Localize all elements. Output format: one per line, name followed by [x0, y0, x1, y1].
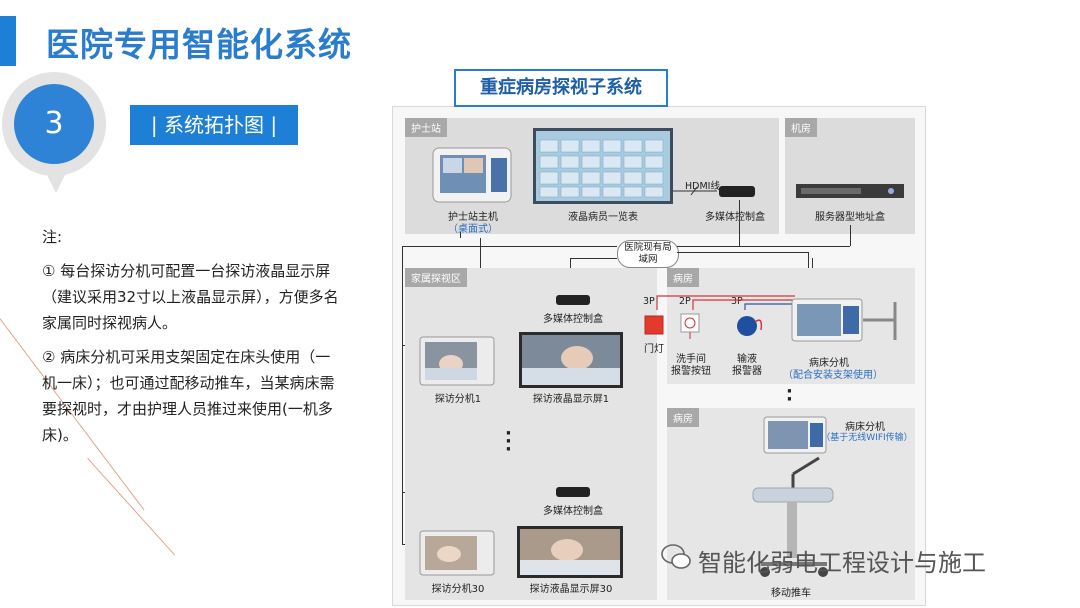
visit-lcd-icon — [517, 526, 623, 578]
media-control-box-icon — [556, 487, 590, 497]
panel-tag: 机房 — [785, 118, 817, 137]
network-wire — [739, 246, 850, 247]
media-box-label: 多媒体控制盒 — [543, 314, 603, 325]
panel-tag: 家属探视区 — [405, 268, 467, 287]
bed-unit-sublabel: （配合安装支架使用） — [783, 370, 883, 381]
visit-unit-icon — [419, 336, 495, 386]
panel-tag: 病房 — [667, 268, 699, 287]
bed-unit-sublabel: （基于无线WIFI传输） — [821, 433, 913, 443]
infusion-alarm-icon — [737, 316, 763, 336]
decorative-line — [87, 458, 175, 556]
watermark-text: 智能化弱电工程设计与施工 — [698, 549, 986, 577]
nurse-host-label: 护士站主机 — [448, 212, 498, 223]
wire-spec-label: 3P — [643, 296, 655, 307]
wire-spec-label: 3P — [731, 296, 743, 307]
infusion-alarm-label: 输液 报警器 — [732, 354, 762, 377]
panel-tag: 病房 — [667, 408, 699, 427]
nurse-host-sublabel: （桌面式） — [448, 224, 498, 235]
lcd-patient-list-icon — [533, 128, 673, 204]
step-marker-pointer — [42, 165, 70, 193]
family-visit-panel: 家属探视区 多媒体控制盒 探访分机1 探访液晶显示屏1 ··· 多媒体控制盒 探… — [405, 268, 657, 600]
server-address-box-icon — [796, 184, 904, 198]
mobile-cart-icon — [752, 456, 834, 577]
notes-heading: 注: — [42, 228, 63, 246]
network-wire — [739, 200, 740, 246]
network-wire — [677, 252, 808, 253]
hdmi-cable — [673, 186, 717, 196]
ellipsis-dots: ·· — [786, 381, 793, 410]
hospital-lan-badge: 医院现有局域网 — [617, 240, 679, 268]
washroom-alarm-label: 洗手间 报警按钮 — [671, 354, 711, 377]
visit-unit-label: 探访分机30 — [431, 584, 485, 595]
ellipsis-dots: ··· — [505, 423, 512, 460]
lcd-patient-list-label: 液晶病员一览表 — [568, 212, 638, 223]
media-control-box-icon — [556, 295, 590, 305]
machine-room-panel: 机房 服务器型地址盒 — [785, 118, 915, 234]
network-wire — [460, 232, 461, 238]
visit-lcd-icon — [519, 332, 623, 388]
network-wire — [402, 246, 403, 492]
note-item: ① 每台探访分机可配置一台探访液晶显示屏（建议采用32寸以上液晶显示屏），方便多… — [42, 262, 339, 332]
bed-unit-label: 病床分机 — [845, 422, 885, 433]
bed-unit-label: 病床分机 — [809, 358, 849, 369]
visit-unit-icon — [419, 530, 495, 576]
washroom-alarm-button-icon — [680, 313, 700, 339]
nurse-station-panel: 护士站 护士站主机 （桌面式） 液晶病员一览表 HDMI线 多媒体控制盒 — [405, 118, 779, 235]
bed-unit-icon — [763, 416, 827, 454]
network-wire — [402, 246, 617, 247]
diagram-title: 重症病房探视子系统 — [454, 69, 668, 107]
note-item: ② 病床分机可采用支架固定在床头使用（一机一床）；也可通过配移动推车，当某病床需… — [42, 348, 335, 444]
lan-label: 医院现有局域网 — [624, 242, 672, 265]
visit-unit-label: 探访分机1 — [434, 394, 482, 405]
network-wire — [570, 258, 617, 259]
network-wire — [677, 246, 739, 247]
panel-tag: 护士站 — [405, 118, 447, 137]
visit-lcd-label: 探访液晶显示屏1 — [532, 394, 610, 405]
wechat-icon — [661, 544, 691, 569]
section-label: | 系统拓扑图 | — [130, 105, 298, 145]
media-control-box-icon — [719, 186, 755, 197]
title-accent-bar — [0, 16, 16, 66]
network-wire — [402, 492, 403, 544]
ward-wiring — [656, 295, 795, 310]
step-number: 3 — [14, 84, 94, 164]
door-light-label: 门灯 — [644, 344, 664, 355]
door-light-icon — [644, 315, 664, 335]
bed-unit-icon — [791, 298, 897, 342]
media-box-label: 多媒体控制盒 — [543, 506, 603, 517]
media-box-label: 多媒体控制盒 — [705, 212, 765, 223]
nurse-host-device-icon — [432, 147, 512, 203]
cart-label: 移动推车 — [771, 588, 811, 599]
ward-panel: 病房 病床分机 （基于无线WIFI传输） 移动推车 — [667, 408, 915, 600]
server-label: 服务器型地址盒 — [815, 212, 885, 223]
hdmi-label: HDMI线 — [685, 181, 720, 192]
notes-block: 注: ① 每台探访分机可配置一台探访液晶显示屏（建议采用32寸以上液晶显示屏），… — [42, 224, 342, 456]
network-wire — [850, 225, 851, 246]
wire-spec-label: 2P — [679, 296, 691, 307]
visit-lcd-label: 探访液晶显示屏30 — [529, 584, 613, 595]
ward-panel: 病房 3P 2P 3P 门灯 洗手间 报警按钮 输液 报警器 病床分机 （配合安… — [643, 268, 915, 384]
page-title: 医院专用智能化系统 — [46, 25, 352, 64]
